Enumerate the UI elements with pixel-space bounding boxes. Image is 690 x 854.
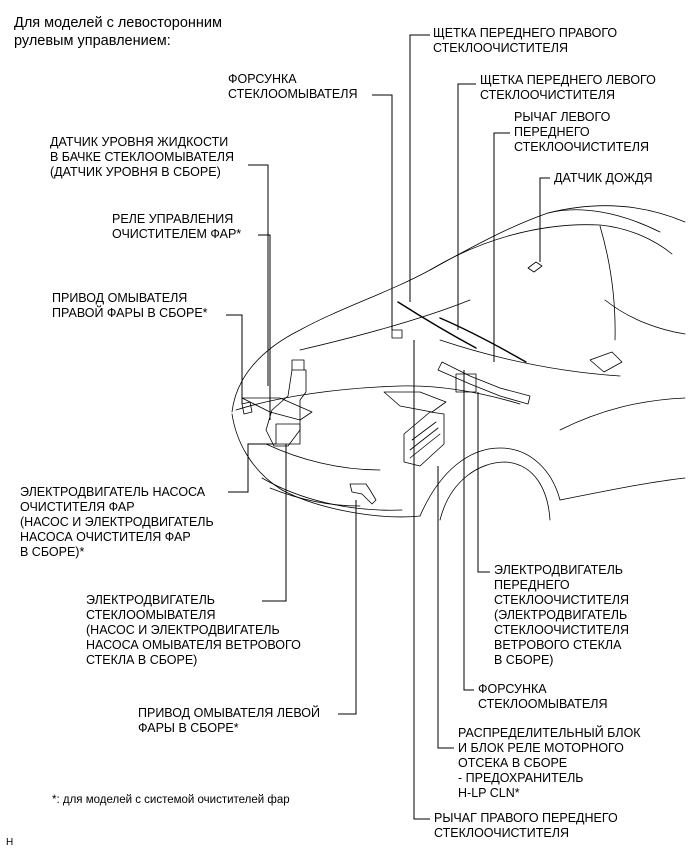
label-relay-block: РАСПРЕДЕЛИТЕЛЬНЫЙ БЛОК И БЛОК РЕЛЕ МОТОР… (458, 726, 641, 800)
car-outline (231, 209, 661, 413)
hood-front-edge (235, 385, 521, 411)
sill-line (559, 477, 686, 501)
leader-washer-nozzle-bottom (463, 370, 474, 691)
label-rain-sensor: ДАТЧИК ДОЖДЯ (554, 171, 653, 185)
hood-crease (299, 299, 471, 351)
label-washer-motor: ЭЛЕКТРОДВИГАТЕЛЬ СТЕКЛООМЫВАТЕЛЯ (НАСОС … (86, 593, 301, 667)
corner-mark: H (6, 837, 14, 848)
bumper-lower (261, 477, 403, 511)
a-pillar (599, 225, 616, 341)
headlamp-washer-right (241, 401, 253, 415)
label-left-wiper-arm: РЫЧАГ ЛЕВОГО ПЕРЕДНЕГО СТЕКЛООЧИСТИТЕЛЯ (514, 110, 649, 154)
roof-line (547, 205, 686, 223)
label-washer-nozzle-bottom: ФОРСУНКА СТЕКЛООМЫВАТЕЛЯ (478, 682, 608, 711)
cowl-line (439, 339, 621, 377)
leader-rain-sensor (539, 177, 550, 262)
leader-left-wiper-arm (493, 132, 510, 362)
wheel-arch (439, 461, 551, 521)
label-fluid-level-sensor: ДАТЧИК УРОВНЯ ЖИДКОСТИ В БАЧКЕ СТЕКЛООМЫ… (50, 135, 235, 179)
label-headlamp-pump-motor: ЭЛЕКТРОДВИГАТЕЛЬ НАСОСА ОЧИСТИТЕЛЯ ФАР (… (20, 485, 214, 559)
wiper-linkage (437, 361, 531, 405)
label-right-headlamp-washer: ПРИВОД ОМЫВАТЕЛЯ ПРАВОЙ ФАРЫ В СБОРЕ* (52, 291, 208, 320)
label-headlamp-cleaner-relay: РЕЛЕ УПРАВЛЕНИЯ ОЧИСТИТЕЛЕМ ФАР* (112, 212, 242, 241)
label-right-wiper-blade: ЩЕТКА ПЕРЕДНЕГО ПРАВОГО СТЕКЛООЧИСТИТЕЛЯ (433, 26, 618, 55)
fog-area (269, 487, 361, 507)
leader-right-wiper-blade (409, 34, 430, 302)
bumper-upper (231, 413, 421, 518)
label-wiper-motor: ЭЛЕКТРОДВИГАТЕЛЬ ПЕРЕДНЕГО СТЕКЛООЧИСТИТ… (494, 563, 629, 667)
grille-upper (265, 443, 381, 471)
leader-wiper-motor (477, 392, 490, 573)
leader-right-headlamp-washer (226, 314, 243, 404)
label-left-wiper-blade: ЩЕТКА ПЕРЕДНЕГО ЛЕВОГО СТЕКЛООЧИСТИТЕЛЯ (480, 73, 656, 102)
wiper-blade-left (439, 317, 527, 363)
door-line (559, 397, 686, 431)
headlamp-washer-left (349, 483, 377, 505)
reservoir-neck (291, 359, 305, 371)
side-mirror (589, 351, 623, 373)
leader-headlamp-cleaner-relay (258, 234, 271, 420)
headlamp-right (383, 391, 447, 413)
rain-sensor-body (527, 261, 543, 273)
washer-nozzle-top (391, 329, 403, 339)
footnote: *: для моделей с системой очистителей фа… (52, 794, 290, 806)
leader-left-wiper-blade (457, 83, 476, 330)
front-fender (419, 447, 561, 517)
leader-washer-nozzle-top (372, 94, 393, 330)
leader-headlamp-pump-motor (228, 443, 276, 493)
label-left-headlamp-washer: ПРИВОД ОМЫВАТЕЛЯ ЛЕВОЙ ФАРЫ В СБОРЕ* (138, 706, 320, 735)
leader-washer-motor (262, 444, 287, 602)
headlamp-left (241, 397, 313, 421)
leader-fluid-level-sensor (248, 164, 269, 386)
windshield-upper-edge (429, 224, 673, 271)
leader-left-headlamp-washer (338, 500, 357, 715)
label-right-wiper-arm: РЫЧАГ ПРАВОГО ПЕРЕДНЕГО СТЕКЛООЧИСТИТЕЛЯ (434, 811, 618, 840)
label-washer-nozzle-top: ФОРСУНКА СТЕКЛООМЫВАТЕЛЯ (228, 72, 358, 101)
page-title: Для моделей с левосторонним рулевым упра… (14, 15, 222, 49)
leader-right-wiper-arm (413, 340, 430, 820)
pump-body (275, 423, 301, 445)
relay-block-body (403, 411, 445, 467)
washer-reservoir (265, 369, 307, 447)
wiper-blade-right (397, 301, 477, 349)
leader-relay-block (437, 466, 454, 749)
side-window (604, 299, 686, 335)
wiper-motor-body (455, 373, 477, 393)
